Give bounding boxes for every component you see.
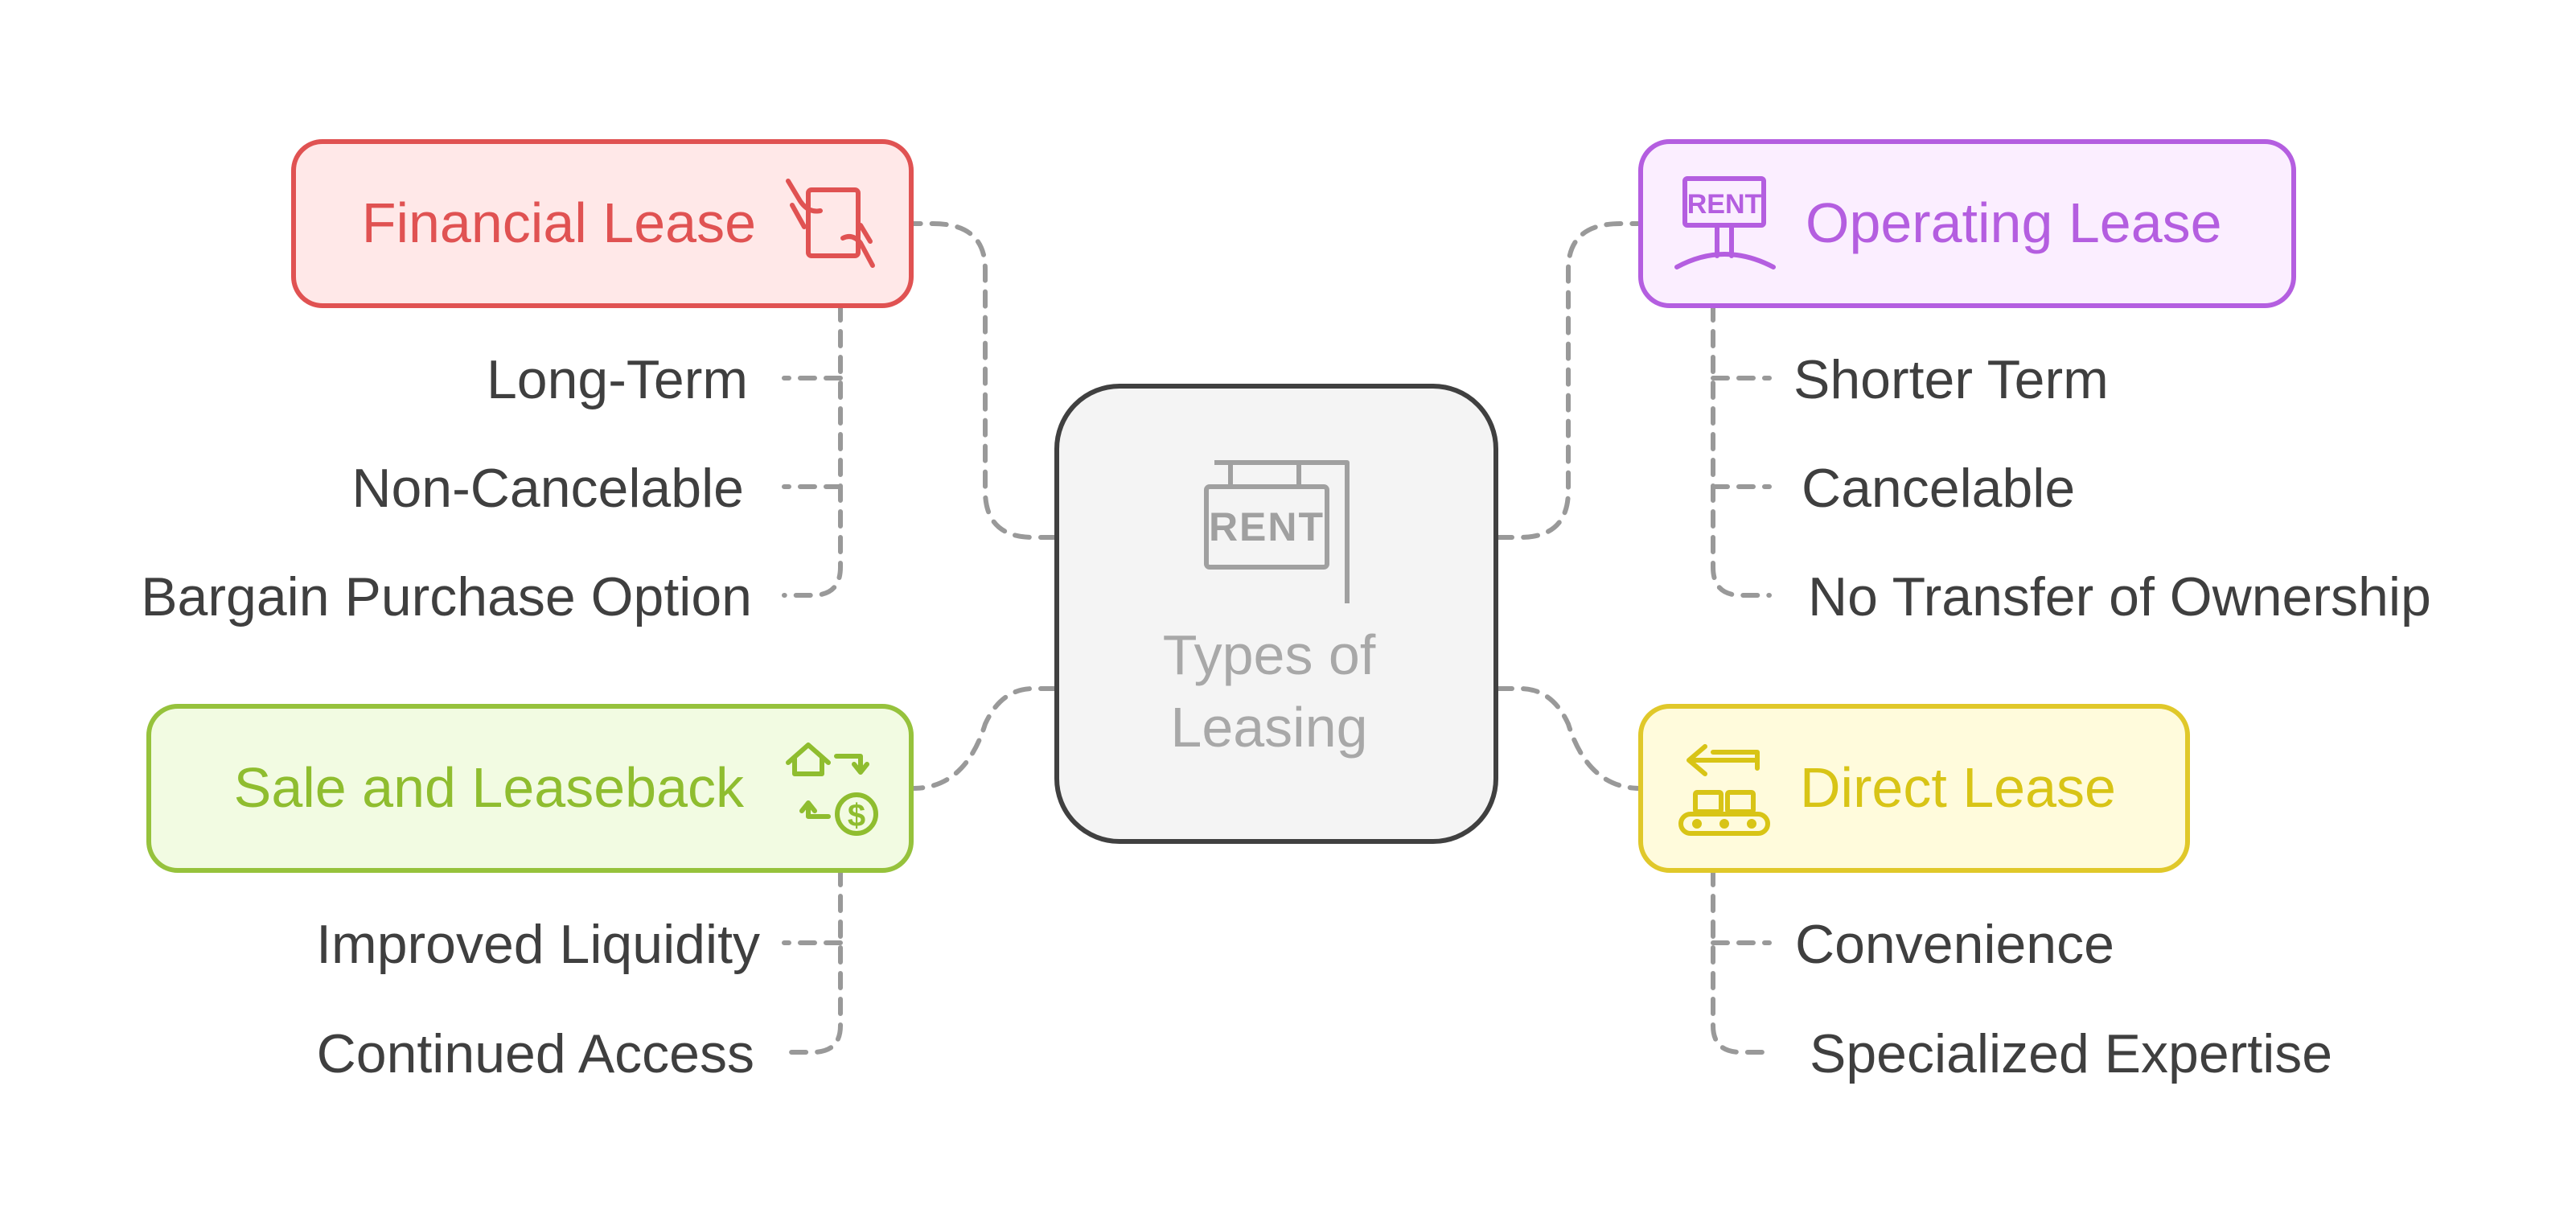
connector-operating-trunk — [1711, 303, 1772, 598]
connectors — [782, 221, 1772, 1055]
operating-item-cancelable: Cancelable — [1802, 458, 2075, 519]
center-title-line-2: Leasing — [1170, 696, 1367, 759]
connector-sale — [910, 686, 1058, 791]
financial-lease-node: Financial Lease — [291, 139, 914, 308]
financial-item-non-cancelable: Non-Cancelable — [351, 458, 744, 519]
svg-text:$: $ — [848, 798, 865, 833]
connector-financial — [910, 221, 1058, 540]
svg-text:RENT: RENT — [1687, 189, 1762, 220]
connector-financial-trunk — [782, 303, 843, 598]
sale-and-leaseback-node: Sale and Leaseback $ — [146, 704, 914, 873]
svg-text:RENT: RENT — [1209, 504, 1325, 549]
financial-lease-label: Financial Lease — [362, 191, 756, 254]
sale-item-improved-liquidity: Improved Liquidity — [316, 914, 760, 975]
sale-and-leaseback-label: Sale and Leaseback — [234, 756, 745, 819]
financial-item-long-term: Long-Term — [487, 349, 748, 410]
center-node: RENT Types of Leasing — [1054, 384, 1498, 844]
rent-board-icon: RENT — [1674, 176, 1776, 269]
operating-item-shorter-term: Shorter Term — [1793, 349, 2109, 410]
operating-lease-node: RENT Operating Lease — [1638, 139, 2296, 308]
rent-sign-icon: RENT — [1204, 460, 1350, 603]
conveyor-arrow-icon — [1678, 744, 1770, 836]
sale-item-continued-access: Continued Access — [317, 1023, 754, 1084]
connector-operating — [1495, 221, 1643, 540]
connector-direct — [1495, 686, 1643, 791]
direct-lease-label: Direct Lease — [1800, 756, 2116, 819]
financial-item-bargain-purchase: Bargain Purchase Option — [141, 566, 752, 627]
operating-item-no-transfer: No Transfer of Ownership — [1808, 566, 2431, 627]
center-title-line-1: Types of — [1163, 623, 1376, 686]
operating-lease-label: Operating Lease — [1806, 191, 2222, 254]
house-money-cycle-icon: $ — [786, 743, 878, 836]
connector-sale-trunk — [782, 868, 843, 1055]
direct-item-specialized-expertise: Specialized Expertise — [1810, 1023, 2332, 1084]
hand-document-icon — [786, 179, 875, 268]
direct-lease-node: Direct Lease — [1638, 704, 2190, 873]
connector-direct-trunk — [1711, 868, 1772, 1055]
direct-item-convenience: Convenience — [1795, 914, 2114, 975]
